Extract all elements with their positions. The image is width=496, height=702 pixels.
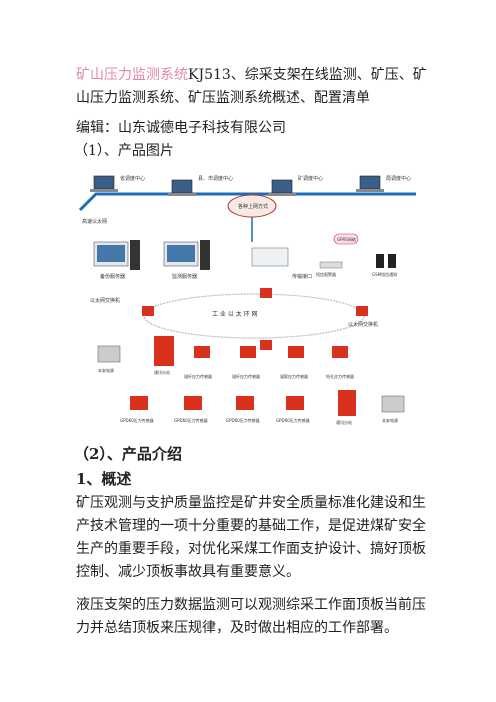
body-paragraph-2: 液压支架的压力数据监测可以观测综采工作面顶板当前压力并总结顶板来压规律，及时做出… xyxy=(76,597,426,636)
section-product-image: （1）、产品图片 xyxy=(74,143,174,159)
title-paragraph: 矿山压力监测系统KJ513、综采支架在线监测、矿压、矿山压力监测系统、矿压监测系… xyxy=(76,64,436,110)
body-paragraph-1: 矿压观测与支护质量监控是矿井安全质量标准化建设和生产技术管理的一项十分重要的基础… xyxy=(76,495,426,580)
device-label: GPD60压力传感器 xyxy=(226,417,260,423)
row2-devices: 本安电源 通讯分站 锚杆应力传感器 锚杆应力传感器 锚索应力传感器 钻孔应力传感… xyxy=(97,336,354,379)
ethernet-top-label: 高速以太网 xyxy=(82,218,107,225)
device-label: 锚杆应力传感器 xyxy=(184,373,212,379)
ring-label: 工 业 以 太 环 网 xyxy=(212,310,258,318)
device-label: GPD60压力传感器 xyxy=(276,417,310,423)
title-link[interactable]: 矿山压力监测系统 xyxy=(76,67,188,83)
phone-device xyxy=(376,254,384,268)
section-product-intro: （2）、产品介绍 xyxy=(74,445,182,463)
phone-label: GSM短信通知 xyxy=(372,271,397,277)
device-label: 本安电源 xyxy=(98,367,114,373)
device-label: GPD60压力传感器 xyxy=(174,417,208,423)
row3-devices: GPD60压力传感器 GPD60压力传感器 GPD60压力传感器 GPD60压力… xyxy=(120,390,405,425)
server-label: 备份服务器 xyxy=(100,273,125,280)
device-label: 本安电源 xyxy=(382,417,398,423)
sms-device xyxy=(319,261,343,269)
switch-right-label: 以太网交换机 xyxy=(348,321,378,328)
ethernet-top-line xyxy=(78,192,416,212)
monitor-server: 监测服务器 xyxy=(163,240,210,280)
heading-overview: 1、概述 xyxy=(76,470,132,488)
title-text: KJ513、综采支架在线监测、矿压、矿山压力监测系统、矿压监测系统概述、配置清单 xyxy=(76,67,427,106)
laptop-city: 县、市调度中心 xyxy=(168,175,233,196)
switch-left xyxy=(142,306,154,316)
device-label: 锚索应力传感器 xyxy=(280,373,308,379)
laptop-mine: 矿调度中心 xyxy=(268,175,323,196)
interface-label: 传输接口 xyxy=(292,273,312,280)
switch-right xyxy=(356,306,368,316)
system-diagram: 高速以太网 省调度中心 县、市调度中心 矿调度中心 局调度中心 各种上网方式 备… xyxy=(78,175,416,425)
node-label: 县、市调度中心 xyxy=(198,175,233,182)
gprs-label: GPRS网络 xyxy=(337,236,356,242)
sms-label: 短信报警器 xyxy=(316,271,336,277)
device-label: 通讯分站 xyxy=(154,369,170,375)
laptop-bureau: 局调度中心 xyxy=(356,175,411,192)
editor-line: 编辑：山东诚德电子科技有限公司 xyxy=(76,120,286,136)
cloud-label: 各种上网方式 xyxy=(238,203,268,210)
device-label: 锚杆应力传感器 xyxy=(232,373,260,379)
system-diagram-image: 高速以太网 省调度中心 县、市调度中心 矿调度中心 局调度中心 各种上网方式 备… xyxy=(76,170,432,432)
node-label: 省调度中心 xyxy=(120,175,145,182)
device-label: 通讯分站 xyxy=(336,419,352,425)
device-label: GPD60压力传感器 xyxy=(120,417,154,423)
node-label: 矿调度中心 xyxy=(298,175,323,182)
switch-left-label: 以太网交换机 xyxy=(90,297,120,304)
interface-box xyxy=(251,247,289,267)
laptop-province: 省调度中心 xyxy=(90,175,145,192)
node-label: 局调度中心 xyxy=(386,175,411,182)
device-label: 钻孔应力传感器 xyxy=(326,373,354,379)
backup-server: 备份服务器 xyxy=(93,240,140,280)
server-label: 监测服务器 xyxy=(172,273,197,280)
